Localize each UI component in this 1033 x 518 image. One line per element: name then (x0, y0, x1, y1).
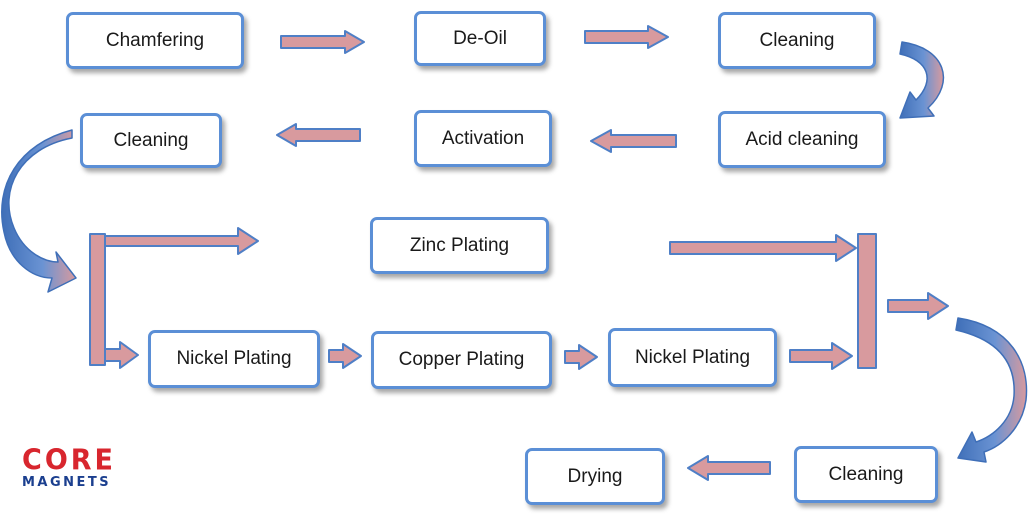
step-chamfering: Chamfering (66, 12, 244, 69)
arrow-copper-to-nickel2 (564, 344, 598, 370)
arrow-zinc-to-merge (669, 234, 857, 262)
arrow-to-zinc (104, 227, 259, 255)
arrow-nickel1-to-copper (328, 343, 362, 369)
step-de-oil: De-Oil (414, 11, 546, 66)
curved-arrow-left (1, 129, 77, 293)
logo-line-2: MAGNETS (22, 475, 112, 490)
step-nickel-plating-2: Nickel Plating (608, 328, 777, 387)
step-cleaning-2: Cleaning (80, 113, 222, 168)
step-cleaning-1: Cleaning (718, 12, 876, 69)
bracket-left-vertical (89, 233, 106, 366)
arrow-activation-to-cleaning (276, 123, 361, 147)
logo-line-1: CORE (22, 444, 117, 477)
core-magnets-logo: CORE MAGNETS (22, 444, 142, 491)
bracket-right-vertical (857, 233, 877, 369)
arrow-merge-out (887, 292, 949, 320)
arrow-acid-to-activation (590, 129, 677, 153)
step-zinc-plating: Zinc Plating (370, 217, 549, 274)
arrow-nickel2-to-merge (789, 342, 853, 370)
step-nickel-plating-1: Nickel Plating (148, 330, 320, 388)
step-activation: Activation (414, 110, 552, 167)
step-copper-plating: Copper Plating (371, 331, 552, 389)
step-drying: Drying (525, 448, 665, 505)
step-acid-cleaning: Acid cleaning (718, 111, 886, 168)
curved-arrow-bottom-right (955, 317, 1028, 463)
step-cleaning-3: Cleaning (794, 446, 938, 503)
arrow-deoil-to-cleaning (584, 25, 669, 49)
arrow-cleaning-to-drying (687, 455, 771, 481)
arrow-chamfering-to-deoil (280, 30, 365, 54)
curved-arrow-top-right (899, 41, 945, 119)
arrow-to-nickel-1 (104, 341, 139, 369)
